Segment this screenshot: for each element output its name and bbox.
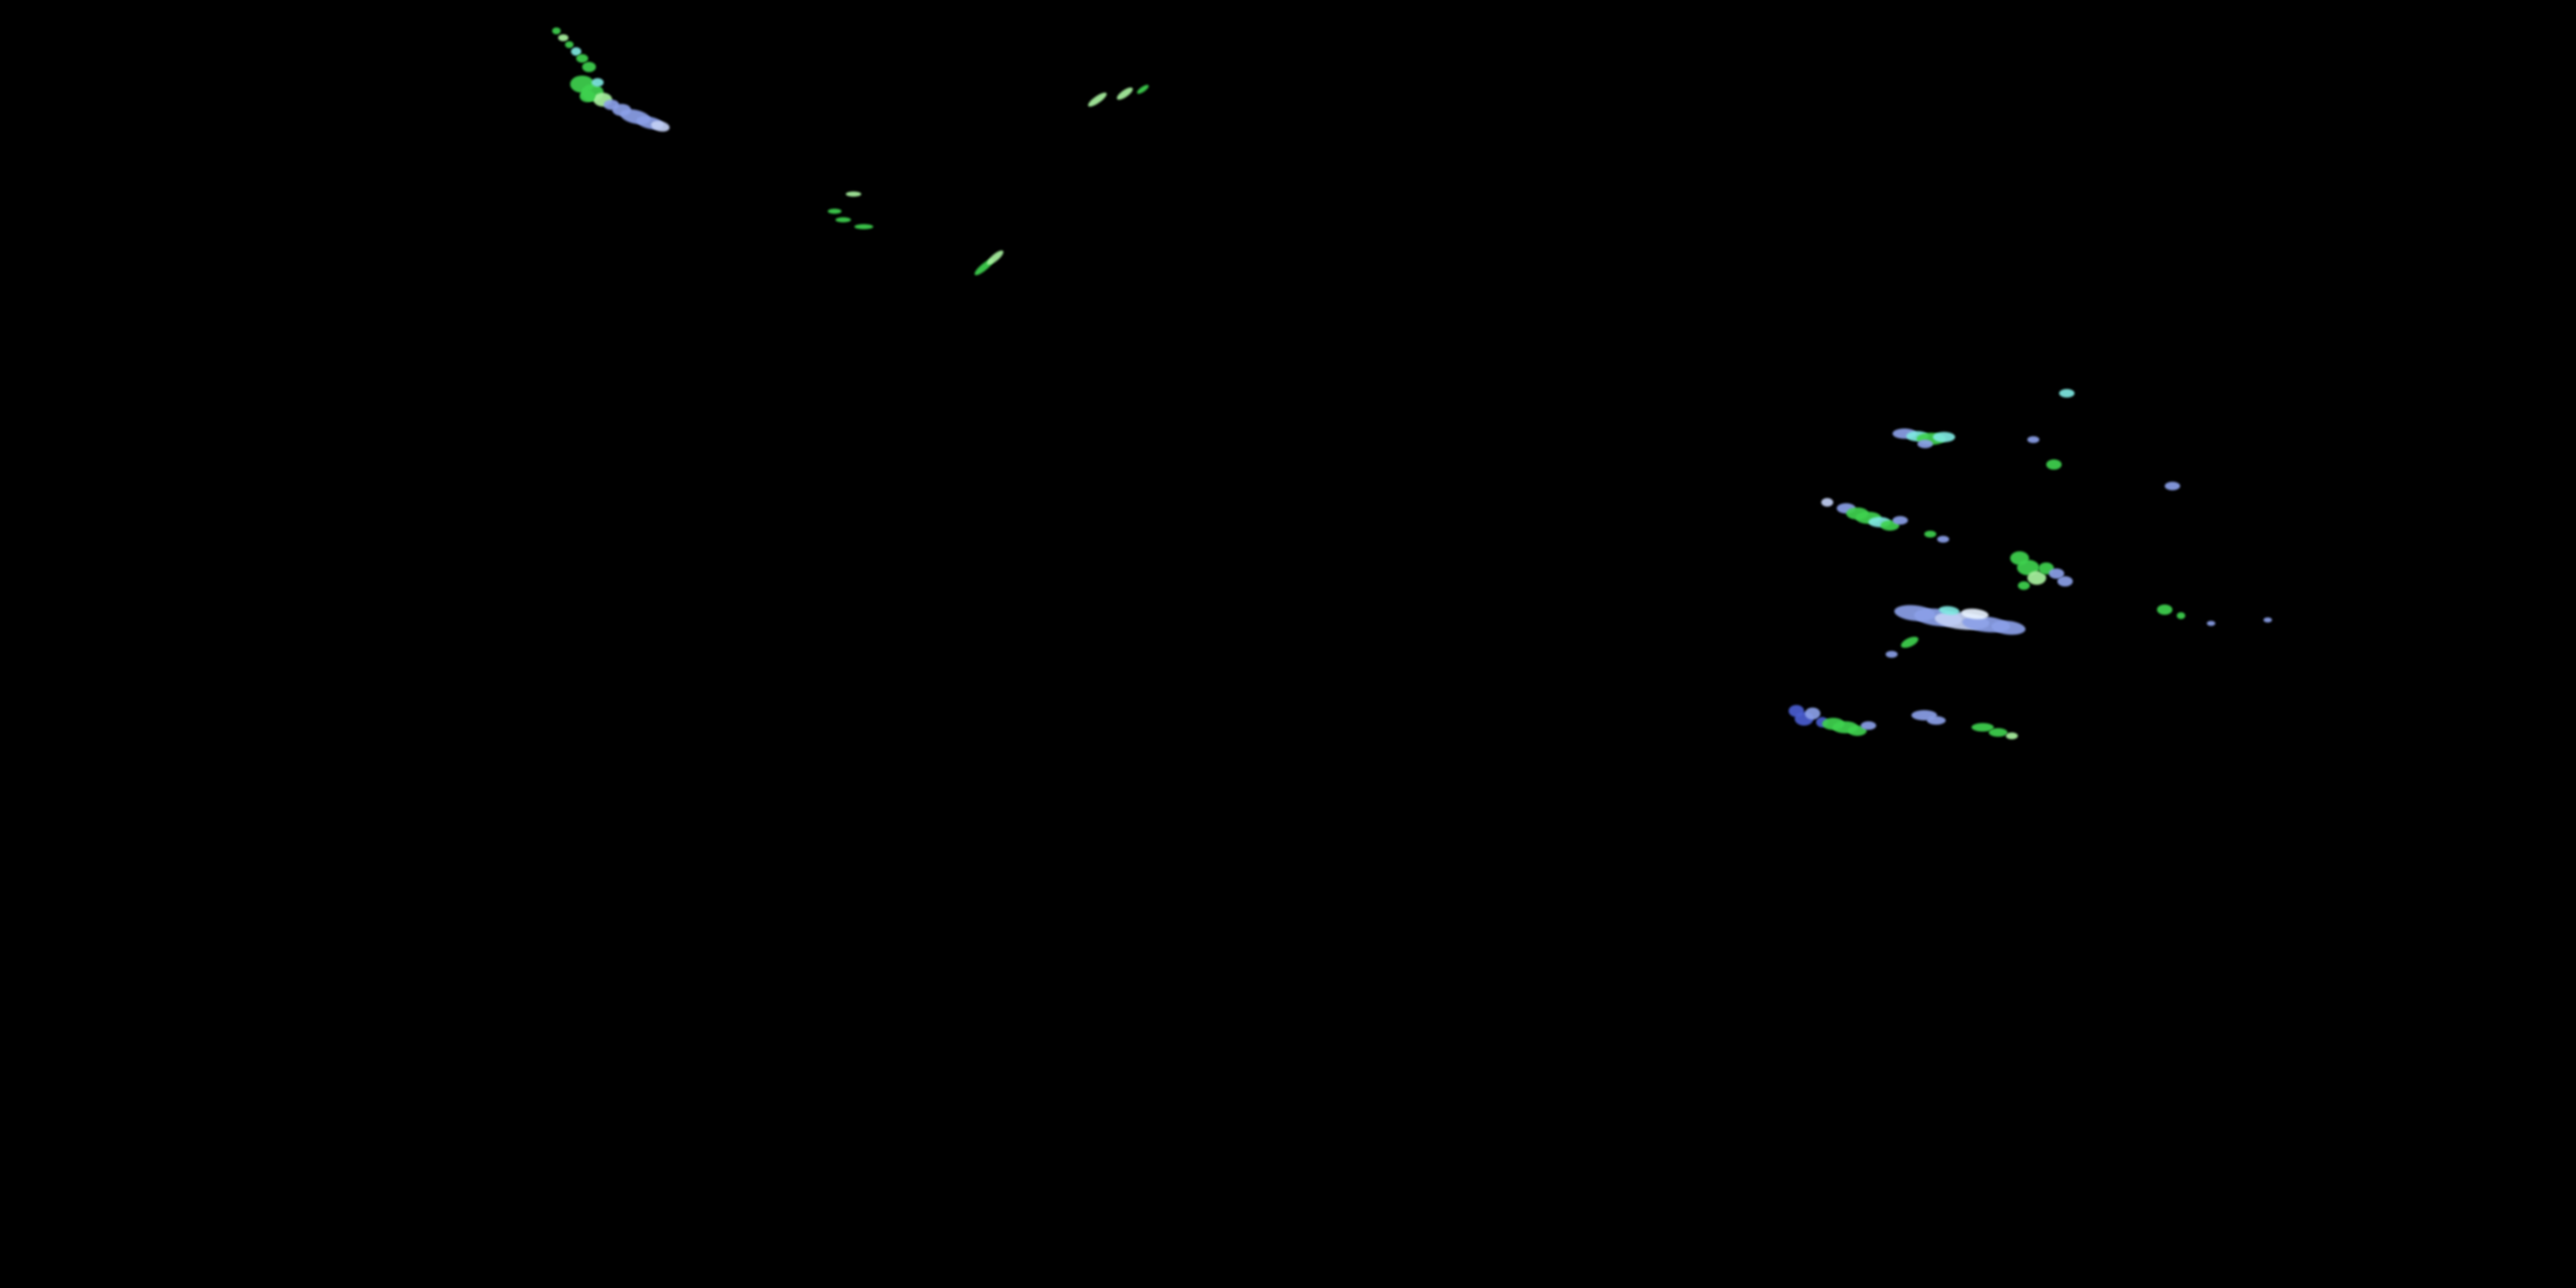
radar-echo [1805, 708, 1820, 720]
radar-echo [1917, 440, 1933, 448]
radar-echo [985, 248, 1005, 267]
radar-echo [592, 78, 604, 87]
radar-echo [1990, 618, 2026, 637]
radar-echo [2177, 612, 2185, 619]
radar-echo [1086, 90, 1109, 109]
radar-echo [2006, 732, 2018, 739]
radar-echo [828, 209, 841, 214]
radar-echo [2027, 436, 2039, 443]
radar-echo [1927, 716, 1946, 725]
radar-echo [2027, 571, 2046, 585]
radar-echo [1924, 531, 1936, 538]
radar-echo [1821, 498, 1833, 507]
radar-echo [2207, 621, 2215, 626]
radar-echo [1933, 432, 1955, 442]
radar-echo [565, 41, 574, 48]
radar-echo [2046, 459, 2062, 470]
radar-echo [835, 217, 851, 222]
radar-echo [2057, 576, 2073, 586]
radar-echo [580, 90, 595, 102]
radar-echo [576, 54, 588, 63]
radar-echo [571, 47, 581, 56]
radar-echo [2165, 482, 2180, 490]
radar-echo [1937, 536, 1949, 543]
radar-echo [1135, 82, 1151, 96]
radar-echo [1861, 721, 1876, 730]
radar-echo [2157, 605, 2172, 615]
radar-echo [854, 224, 873, 229]
radar-echo [582, 62, 596, 72]
radar-echo [2059, 389, 2075, 398]
radar-echo [1115, 85, 1135, 102]
radar-echo [846, 191, 861, 197]
radar-echo [1886, 651, 1898, 658]
radar-echo [649, 118, 671, 134]
radar-echo [1899, 634, 1921, 651]
radar-echo [552, 27, 561, 34]
radar-echo [1893, 516, 1908, 525]
radar-echo [2263, 617, 2272, 623]
radar-echo [1971, 723, 1994, 732]
radar-echo [2018, 581, 2030, 590]
radar-echo [558, 34, 568, 41]
radar-echo [1989, 728, 2008, 737]
